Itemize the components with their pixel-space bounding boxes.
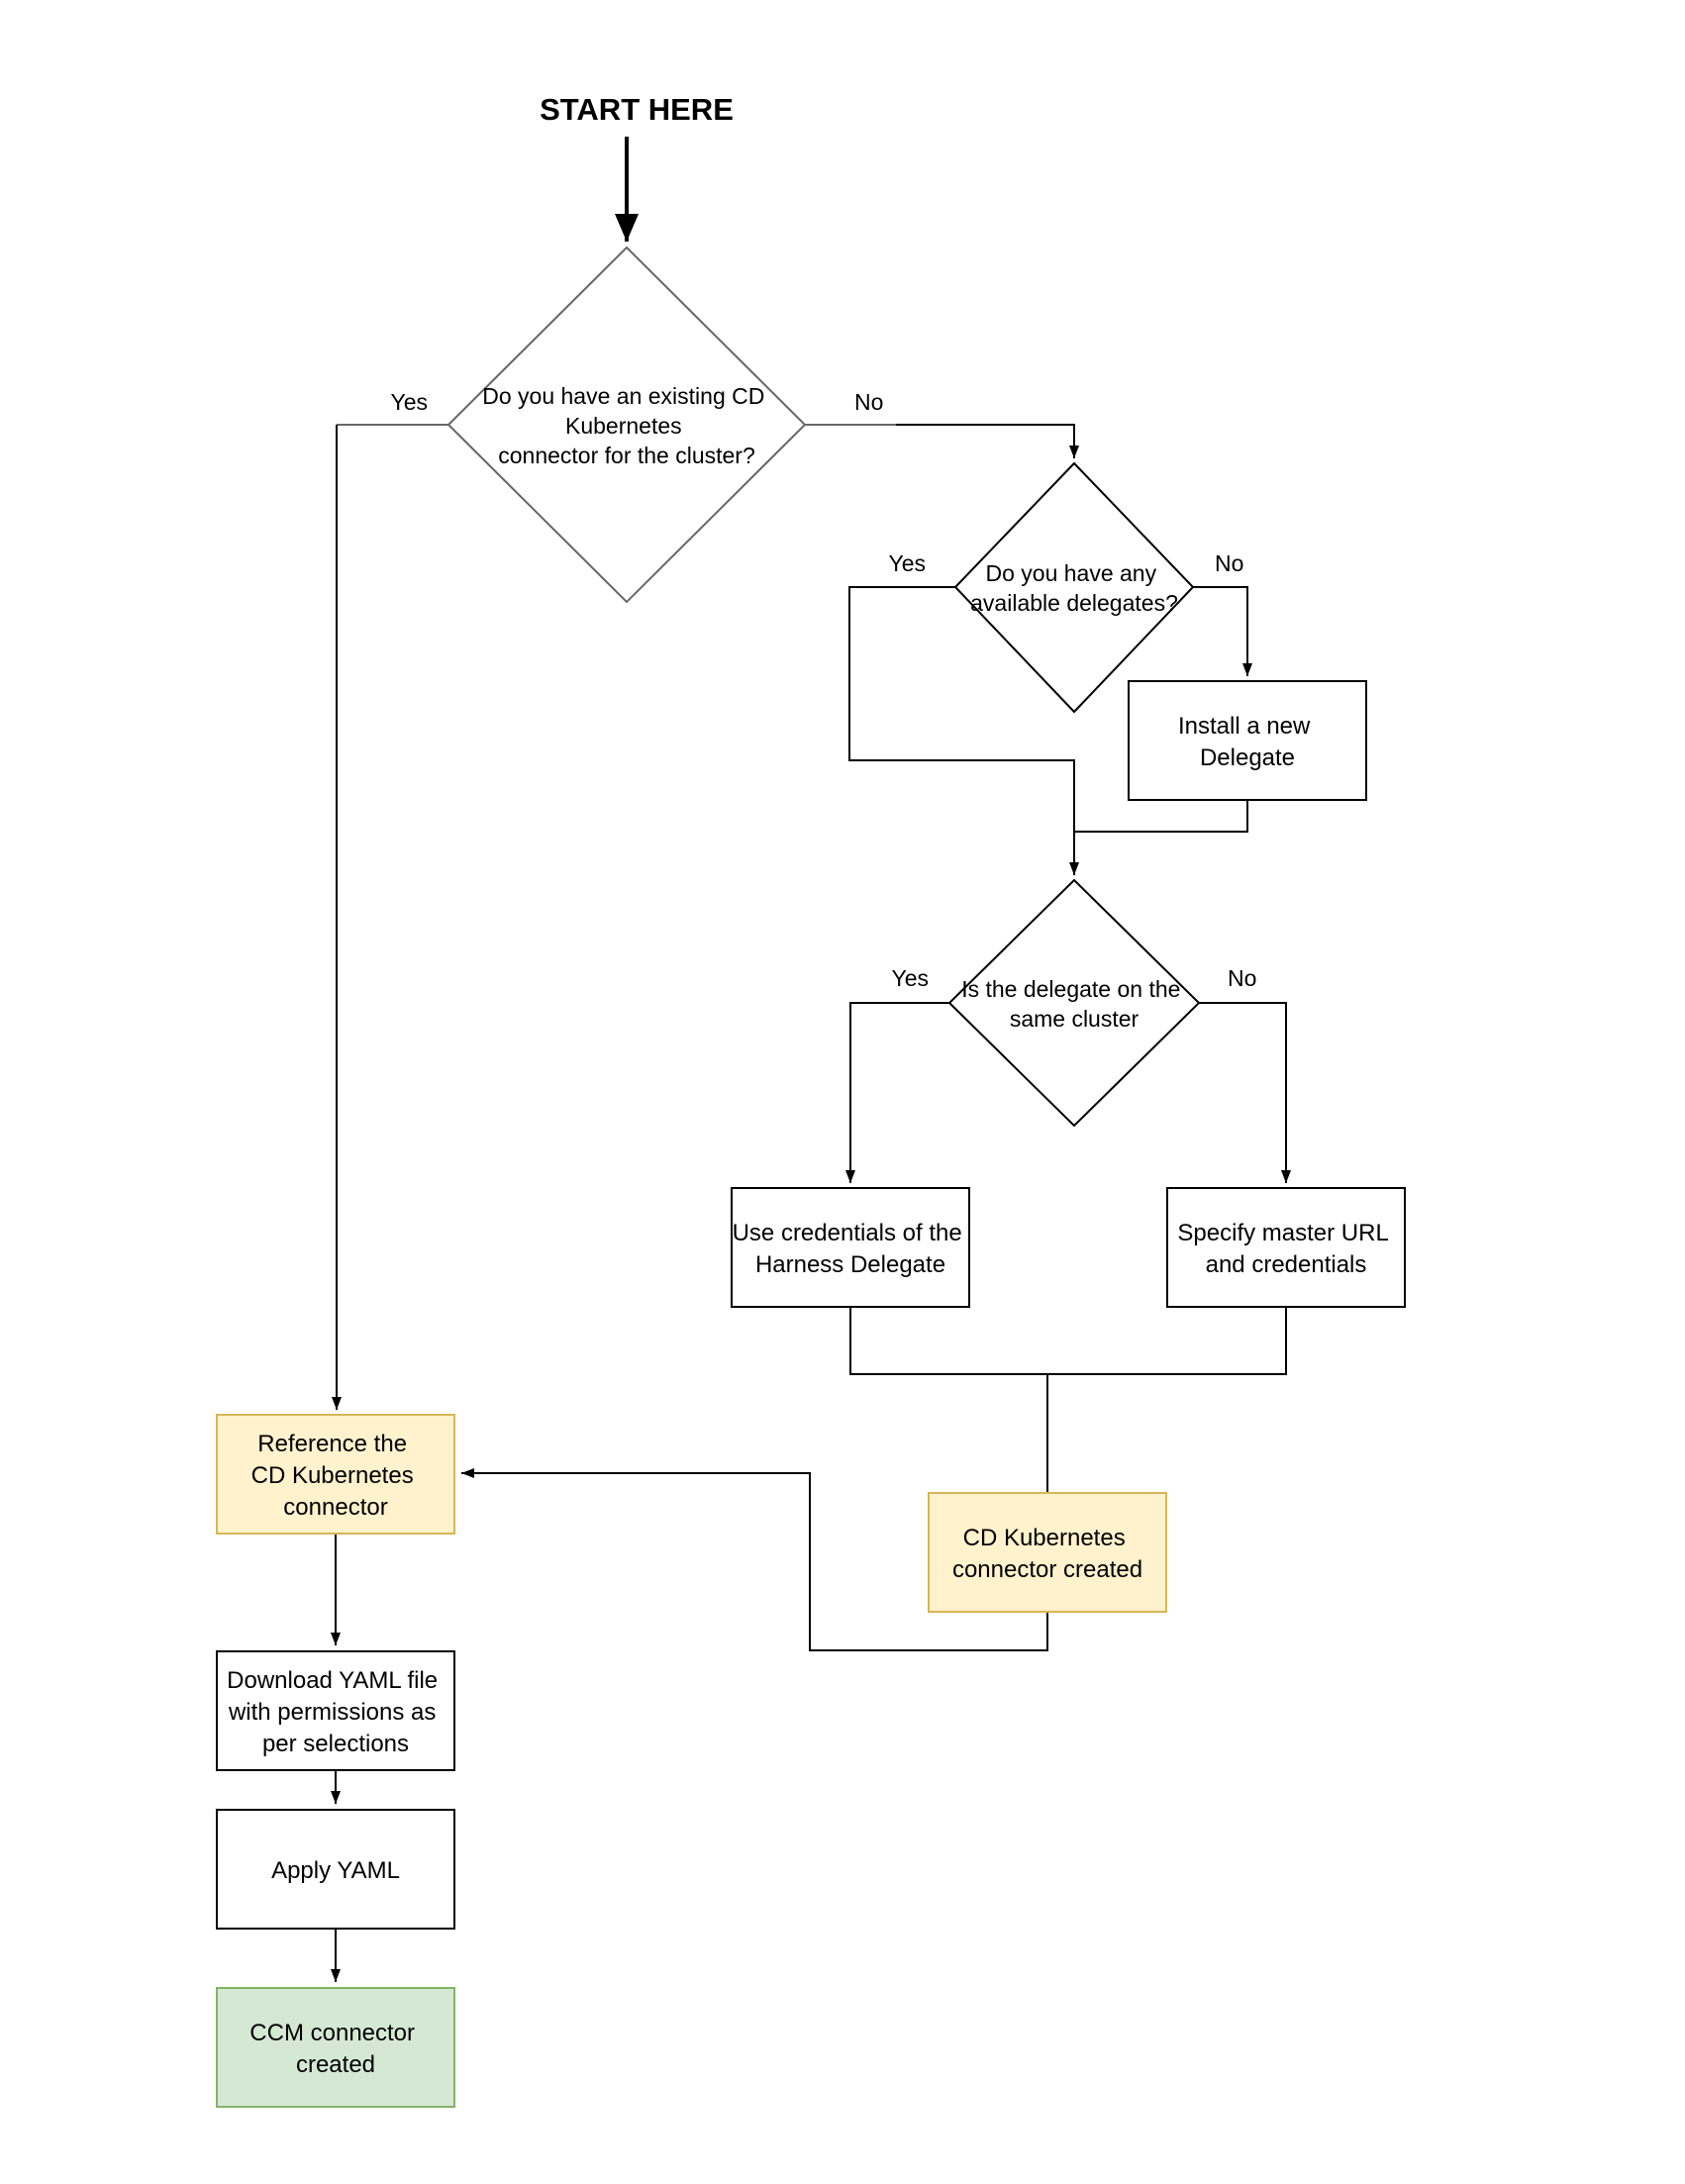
decision-available-delegates-text: Do you have any available delegates? bbox=[970, 560, 1178, 616]
edge-specify-url-merge bbox=[1047, 1307, 1287, 1375]
process-install-delegate-shape bbox=[1128, 680, 1367, 801]
process-specify-master-url-text: Specify master URL and credentials bbox=[1177, 1220, 1394, 1278]
decision-available-delegates-shape bbox=[953, 461, 1195, 714]
start-here-label: START HERE bbox=[540, 92, 734, 127]
process-use-delegate-credentials: Use credentials of the Harness Delegate bbox=[731, 1187, 970, 1308]
outcome-ccm-connector-created-shape bbox=[216, 1987, 455, 2108]
edge-d2-yes-to-d3 bbox=[848, 586, 1079, 875]
process-use-delegate-credentials-shape bbox=[731, 1187, 970, 1308]
process-specify-master-url-shape bbox=[1166, 1187, 1406, 1308]
edge-d3-no-to-specify-url bbox=[1199, 1002, 1291, 1183]
process-specify-master-url: Specify master URL and credentials bbox=[1166, 1187, 1406, 1308]
outcome-cd-connector-created-shape bbox=[928, 1492, 1167, 1613]
outcome-ccm-connector-created-text: CCM connector created bbox=[249, 2020, 421, 2078]
process-apply-yaml: Apply YAML bbox=[216, 1809, 455, 1930]
edge-d2-no-to-install bbox=[1193, 586, 1252, 676]
edge-install-to-d3 bbox=[1074, 800, 1248, 833]
process-apply-yaml-shape bbox=[216, 1809, 455, 1930]
edge-label-d3-yes: Yes bbox=[891, 965, 929, 991]
edge-label-d2-yes: Yes bbox=[888, 550, 926, 576]
outcome-reference-connector-shape bbox=[216, 1414, 455, 1535]
decision-same-cluster: Is the delegate on the same cluster bbox=[947, 878, 1201, 1128]
process-apply-yaml-text: Apply YAML bbox=[271, 1857, 400, 1884]
process-install-delegate: Install a new Delegate bbox=[1128, 680, 1367, 801]
process-download-yaml-text: Download YAML file with permissions as p… bbox=[227, 1667, 445, 1757]
outcome-reference-connector-text: Reference the CD Kubernetes connector bbox=[251, 1431, 421, 1521]
edge-use-credentials-merge bbox=[849, 1307, 1047, 1375]
decision-same-cluster-shape bbox=[947, 878, 1201, 1128]
outcome-cd-connector-created-text: CD Kubernetes connector created bbox=[952, 1525, 1142, 1583]
edge-label-d3-no: No bbox=[1228, 965, 1256, 991]
process-download-yaml: Download YAML file with permissions as p… bbox=[216, 1650, 455, 1771]
outcome-ccm-connector-created: CCM connector created bbox=[216, 1987, 455, 2108]
edge-d1-no-to-d2 bbox=[896, 424, 1079, 458]
edge-label-d2-no: No bbox=[1215, 550, 1243, 576]
decision-available-delegates: Do you have any available delegates? bbox=[953, 461, 1195, 714]
edge-cd-created-to-reference bbox=[461, 1468, 1048, 1651]
decision-existing-cd-connector: Do you have an existing CD Kubernetes co… bbox=[446, 246, 807, 604]
edge-d3-yes-to-use-credentials bbox=[845, 1002, 949, 1183]
outcome-cd-connector-created: CD Kubernetes connector created bbox=[928, 1492, 1167, 1613]
process-install-delegate-text: Install a new Delegate bbox=[1178, 713, 1317, 771]
decision-existing-cd-connector-shape bbox=[446, 246, 807, 604]
decision-existing-cd-connector-text: Do you have an existing CD Kubernetes co… bbox=[482, 383, 771, 468]
process-use-delegate-credentials-text: Use credentials of the Harness Delegate bbox=[733, 1220, 969, 1278]
decision-same-cluster-text: Is the delegate on the same cluster bbox=[961, 976, 1187, 1032]
edge-label-d1-yes: Yes bbox=[390, 389, 428, 415]
process-download-yaml-shape bbox=[216, 1650, 455, 1771]
edge-label-d1-no: No bbox=[854, 389, 883, 415]
outcome-reference-connector: Reference the CD Kubernetes connector bbox=[216, 1414, 455, 1535]
